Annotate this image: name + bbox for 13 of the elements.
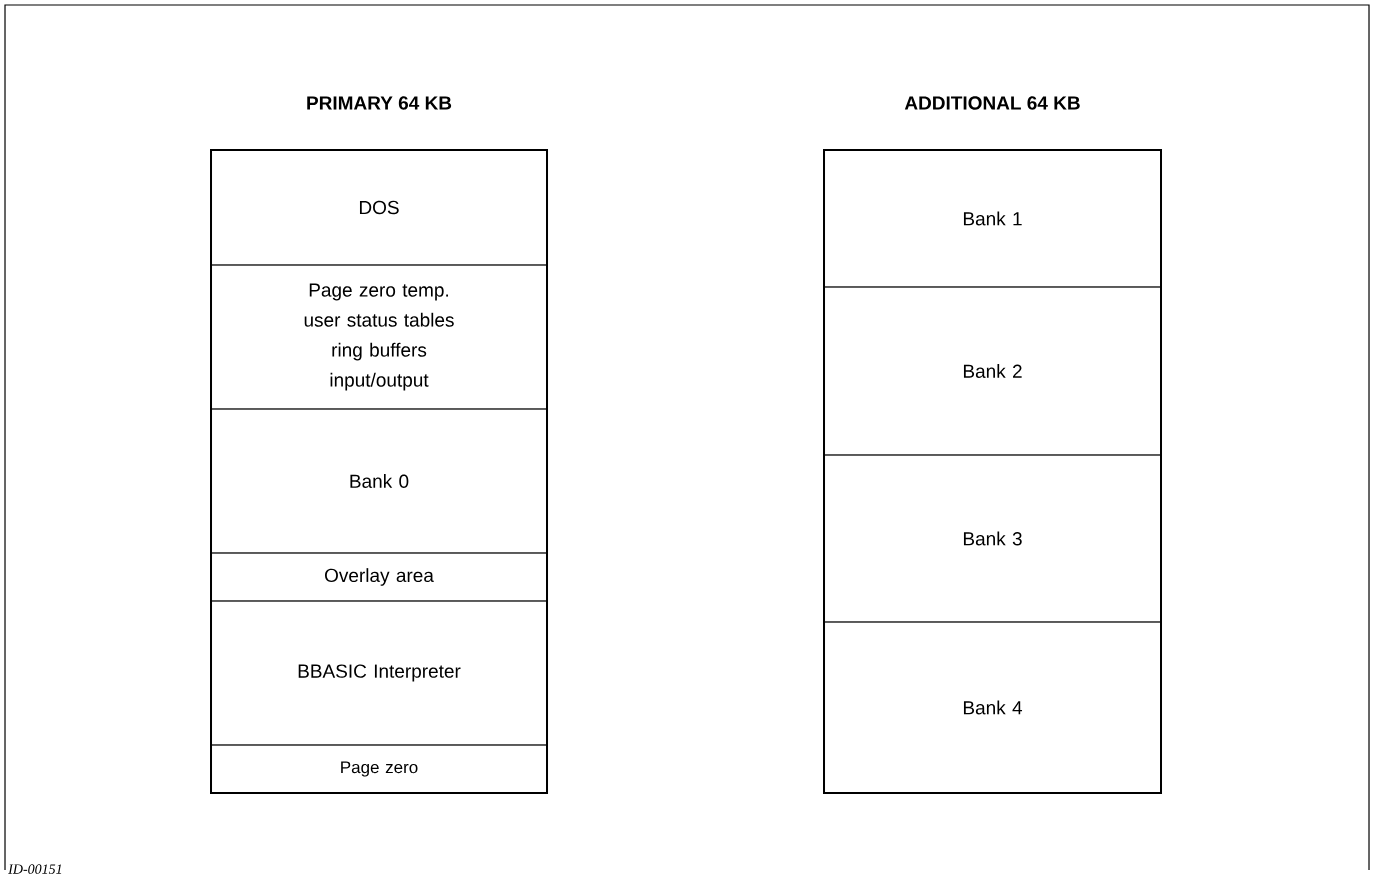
memory-segment: Bank 3	[823, 454, 1162, 623]
node-label: ADDITIONAL 64 KB	[904, 96, 1080, 110]
memory-segment: Bank 0	[210, 408, 548, 554]
memory-segment: BBASIC Interpreter	[210, 600, 548, 746]
memory-segment: Overlay area	[210, 552, 548, 602]
memory-segment: Bank 2	[823, 286, 1162, 456]
memory-segment: Page zero	[210, 744, 548, 794]
memory-segment: Bank 4	[823, 621, 1162, 794]
figure-id: ID-00151	[8, 864, 62, 874]
node-label: PRIMARY 64 KB	[307, 96, 452, 110]
memory-segment: Page zero temp. user status tables ring buffers input/output	[210, 264, 548, 410]
node-label: Bank 1	[963, 211, 1022, 226]
node-label: DOS	[359, 200, 399, 215]
